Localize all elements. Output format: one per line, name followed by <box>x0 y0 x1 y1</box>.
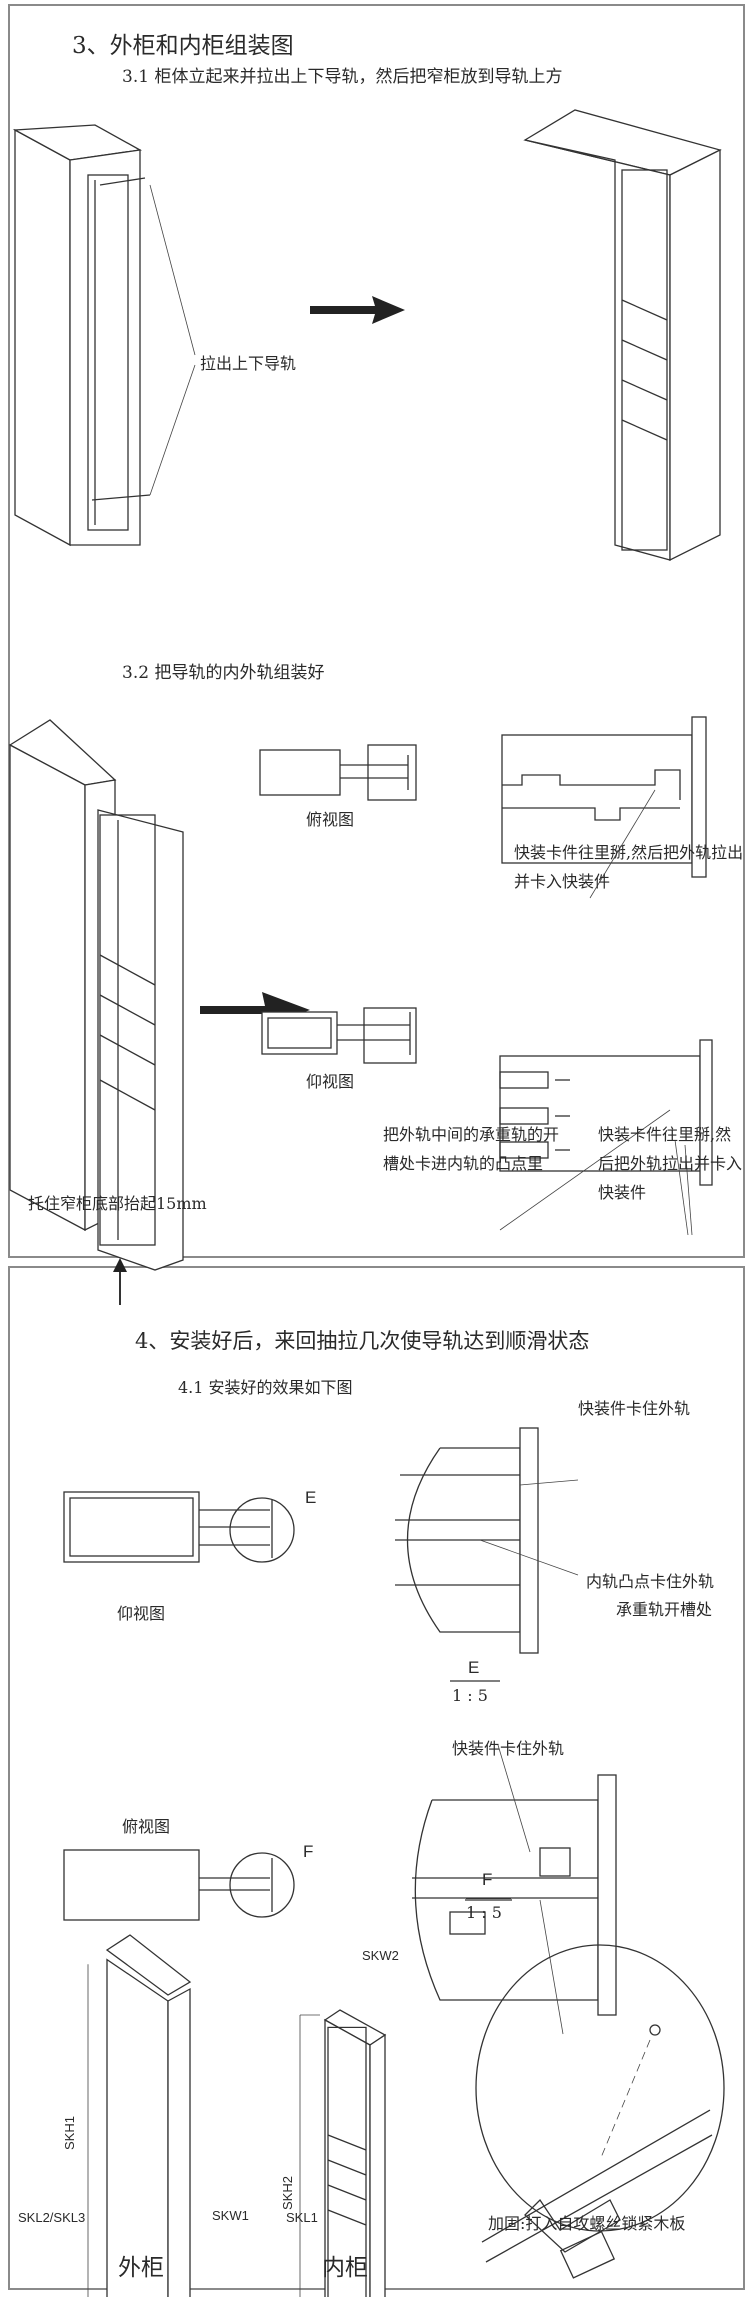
rail-detail-bottom-drawing <box>499 1039 713 1236</box>
f-top-view-drawing <box>63 1849 295 1921</box>
f-scale-label: F <box>482 1870 493 1889</box>
outer-length-dim: SKL2/SKL3 <box>18 2210 86 2225</box>
outer-cabinet-drawing <box>87 1934 192 2297</box>
inner-cabinet-drawing <box>299 2009 387 2297</box>
bottom-view-label: 仰视图 <box>306 1072 355 1091</box>
cabinet-open-rails-drawing <box>12 124 196 547</box>
lift-note: 托住窄柜底部抬起15mm <box>28 1194 207 1213</box>
top-view-label: 俯视图 <box>306 810 355 829</box>
e-slot-callout: 承重轨开槽处 <box>616 1600 713 1619</box>
pull-rails-callout: 拉出上下导轨 <box>200 354 297 373</box>
inner-cabinet-label: 内柜 <box>322 2255 368 2281</box>
step-3-1-title: 3.1 柜体立起来并拉出上下导轨，然后把窄柜放到导轨上方 <box>122 67 563 87</box>
outer-height-dim: SKH1 <box>62 2116 77 2150</box>
arrow-right-icon <box>310 296 405 324</box>
reinforce-note: 加固:打入自攻螺丝锁紧木板 <box>488 2214 686 2233</box>
narrow-cabinet-drawing <box>8 719 184 1271</box>
e-bottom-view-drawing <box>63 1491 295 1563</box>
note-quick-clip-top: 快装卡件往里掰,然后把外轨拉出并卡入快装件 <box>514 843 744 891</box>
e-marker: E <box>305 1488 317 1507</box>
e-bump-callout: 内轨凸点卡住外轨 <box>586 1572 715 1591</box>
e-scale-label: E <box>468 1658 480 1677</box>
section-3-title: 3、外柜和内柜组装图 <box>72 33 294 59</box>
e-scale: 1 : 5 <box>452 1686 488 1705</box>
reinforcement-magnified-drawing <box>475 1944 725 2279</box>
f-scale: 1 : 5 <box>466 1903 502 1922</box>
f-detail-drawing <box>412 1744 617 2035</box>
note-quick-clip-bottom: 快装卡件往里掰,然后把外轨拉出并卡入快装件 <box>598 1125 743 1202</box>
note-bearing-rail-slot: 把外轨中间的承重轨的开槽处卡进内轨的凸点里 <box>383 1125 560 1173</box>
e-detail-drawing <box>395 1427 579 1682</box>
f-view-label: 俯视图 <box>122 1817 171 1836</box>
inner-length-dim: SKL1 <box>286 2210 318 2225</box>
e-clip-callout: 快装件卡住外轨 <box>578 1399 691 1418</box>
cabinet-on-rails-drawing <box>523 109 722 562</box>
inner-width-dim: SKW2 <box>362 1948 399 1963</box>
f-clip-callout: 快装件卡住外轨 <box>452 1739 565 1758</box>
outer-cabinet-label: 外柜 <box>118 2255 164 2281</box>
section-3-panel <box>8 4 745 1258</box>
step-4-1-title: 4.1 安装好的效果如下图 <box>178 1378 353 1397</box>
f-marker: F <box>303 1842 314 1861</box>
e-view-label: 仰视图 <box>117 1604 166 1623</box>
bottom-view-drawing <box>261 1007 417 1064</box>
section-4-title: 4、安装好后，来回抽拉几次使导轨达到顺滑状态 <box>135 1329 590 1353</box>
step-3-2-title: 3.2 把导轨的内外轨组装好 <box>122 663 325 683</box>
rail-detail-top-drawing <box>501 716 707 899</box>
outer-width-dim: SKW1 <box>212 2208 249 2223</box>
inner-height-dim: SKH2 <box>280 2176 295 2210</box>
top-view-drawing <box>259 744 417 801</box>
